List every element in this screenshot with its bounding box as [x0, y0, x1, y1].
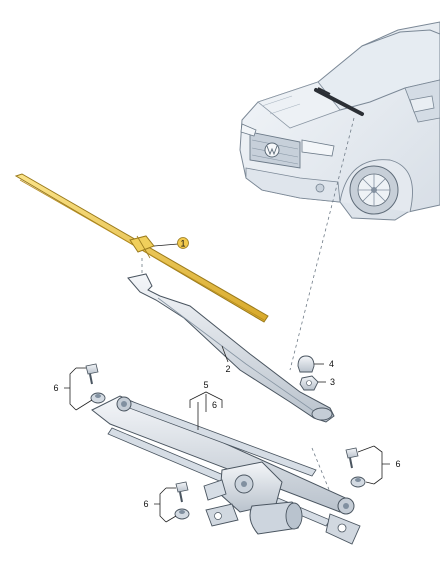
callout-2: 2: [221, 345, 231, 374]
callout-2-label: 2: [225, 364, 230, 374]
callout-6a-label: 6: [212, 400, 217, 410]
wiper-linkage-icon: [91, 395, 361, 545]
callout-4: 4: [314, 359, 334, 369]
grommet-icon: [174, 508, 190, 520]
callout-6d-label: 6: [395, 459, 400, 469]
grommet-icon: [90, 392, 106, 404]
leader-line-right: [311, 447, 331, 493]
wiper-motor-icon: [203, 461, 303, 535]
car-illustration: [239, 21, 440, 221]
bolt-group-left-lower: 6: [143, 481, 190, 523]
car-headlight-right: [301, 139, 335, 157]
nut-icon: [299, 375, 319, 391]
callout-3-label: 3: [330, 377, 335, 387]
callout-5: 5 6: [189, 380, 223, 430]
cap-icon: [297, 355, 315, 373]
bolt-icon: [85, 363, 99, 385]
callout-5-label: 5: [203, 380, 208, 390]
car-fog-light: [315, 183, 325, 193]
wiper-blade-icon: [14, 173, 269, 323]
car-windshield: [317, 29, 440, 111]
bolt-group-left-upper: 6: [53, 363, 106, 411]
callout-3: 3: [318, 377, 335, 387]
leader-line-car: [289, 117, 355, 371]
car-wiper-highlight: [314, 88, 364, 116]
callout-4-label: 4: [329, 359, 334, 369]
vw-logo-icon: [264, 142, 280, 158]
car-headlight-left: [240, 123, 257, 137]
callout-1-label: 1: [180, 239, 185, 249]
wiper-arm-icon: [127, 273, 335, 423]
bolt-icon: [175, 481, 189, 503]
callout-6b-label: 6: [53, 383, 58, 393]
bolt-group-right: 6: [345, 445, 401, 488]
callout-1: 1: [153, 237, 189, 249]
grommet-icon: [350, 476, 366, 488]
car-wheel: [339, 159, 413, 215]
car-mirror: [409, 95, 435, 113]
bolt-icon: [345, 447, 359, 469]
callout-6c-label: 6: [143, 499, 148, 509]
